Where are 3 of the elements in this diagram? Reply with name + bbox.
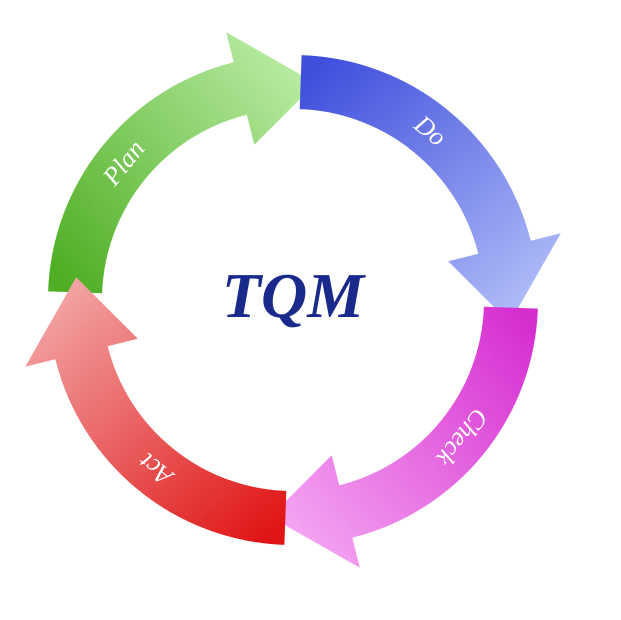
title: TQM: [222, 264, 364, 328]
arrow-label: Do: [410, 110, 451, 151]
arrow-label: Act: [134, 448, 178, 490]
